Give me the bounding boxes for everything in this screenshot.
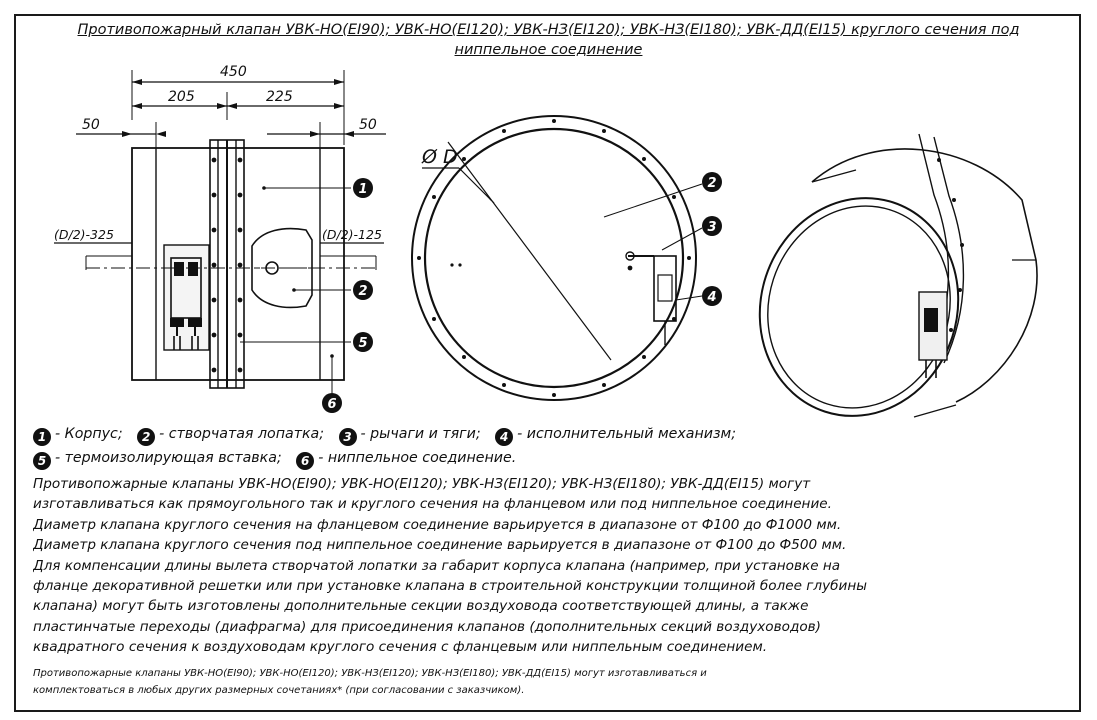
- description-line: Диаметр клапана круглого сечения под нип…: [33, 537, 847, 554]
- svg-text:5: 5: [358, 336, 367, 351]
- technical-drawings: 450 205 225 50 50 (D/2)-325 (D/2)-125: [54, 64, 1038, 418]
- legend-item: 1- Корпус;: [33, 426, 123, 446]
- callout-6: 6: [322, 393, 342, 413]
- title-line-1: Противопожарный клапан УВК-НО(EI90); УВК…: [77, 22, 1020, 38]
- svg-text:2: 2: [707, 176, 716, 191]
- svg-text:1: 1: [358, 182, 367, 197]
- legend-badge: 6: [296, 452, 315, 470]
- legend-badge: 5: [33, 452, 51, 470]
- description-line: изготавливаться как прямоугольного так и…: [33, 496, 832, 513]
- dim-offset-right: (D/2)-125: [322, 227, 382, 242]
- description-line: квадратного сечения к воздуховодам кругл…: [33, 639, 768, 656]
- dim-nipple-right: 50: [359, 117, 377, 133]
- description-line: Противопожарные клапаны УВК-НО(EI90); УВ…: [33, 476, 811, 492]
- description-line: пластинчатые переходы (диафрагма) для пр…: [33, 618, 821, 635]
- callout-5: 5: [353, 332, 373, 352]
- dim-offset-left: (D/2)-325: [54, 227, 114, 242]
- legend-item: 4- исполнительный механизм;: [495, 426, 736, 446]
- dim-overall: 450: [220, 64, 247, 80]
- legend-row-2: 5- термоизолирующая вставка; 6- ниппельн…: [33, 446, 1073, 470]
- small-print-line: комплектоваться в любых других размерных…: [33, 685, 525, 696]
- legend-text: - исполнительный механизм;: [517, 426, 736, 442]
- svg-text:6: 6: [327, 397, 336, 412]
- legend-text: - термоизолирующая вставка;: [55, 450, 282, 466]
- svg-text:4: 4: [706, 290, 716, 305]
- side-view-drawing: [54, 70, 386, 393]
- description-line: Для компенсации длины вылета створчатой …: [33, 557, 841, 574]
- svg-text:3: 3: [707, 220, 716, 235]
- dim-nipple-left: 50: [82, 117, 100, 133]
- legend-text: - створчатая лопатка;: [159, 426, 325, 442]
- isometric-view-drawing: [758, 133, 1038, 418]
- legend-item: 5- термоизолирующая вставка;: [33, 450, 282, 470]
- description-line: фланце декоративной решетки или при уста…: [33, 578, 867, 595]
- callout-3: 3: [702, 216, 722, 236]
- legend-text: - Корпус;: [55, 426, 123, 442]
- callout-2-front: 2: [702, 172, 722, 192]
- dim-left-section: 205: [168, 89, 195, 105]
- description-line: Диаметр клапана круглого сечения на флан…: [33, 516, 842, 533]
- small-print-line: Противопожарные клапаны УВК-НО(EI90); УВ…: [33, 668, 707, 679]
- legend-text: - ниппельное соединение.: [318, 450, 517, 466]
- description-line: клапана) могут быть изготовлены дополнит…: [33, 598, 809, 615]
- legend-badge: 1: [33, 428, 51, 446]
- dim-diameter: Ø D: [421, 146, 458, 168]
- legend-text: - рычаги и тяги;: [360, 426, 481, 442]
- legend-badge: 4: [495, 428, 514, 446]
- legend-item: 6- ниппельное соединение.: [296, 450, 517, 470]
- dim-right-section: 225: [266, 89, 293, 105]
- document-frame: [14, 14, 1081, 712]
- legend-row-1: 1- Корпус; 2- створчатая лопатка; 3- рыч…: [33, 422, 1073, 446]
- front-view-drawing: [411, 115, 703, 401]
- callout-badges: 1 2 5 6 2 3 4: [322, 172, 722, 413]
- callout-1: 1: [353, 178, 373, 198]
- side-view-dimensions: 450 205 225 50 50 (D/2)-325 (D/2)-125: [54, 64, 382, 242]
- legend-item: 2- створчатая лопатка;: [137, 426, 325, 446]
- legend-item: 3- рычаги и тяги;: [338, 426, 481, 446]
- description-paragraph: Противопожарные клапаны УВК-НО(EI90); УВ…: [33, 474, 1073, 658]
- legend-badge: 3: [338, 428, 357, 446]
- callout-4: 4: [702, 286, 722, 306]
- svg-text:2: 2: [358, 284, 367, 299]
- small-print-note: Противопожарные клапаны УВК-НО(EI90); УВ…: [33, 665, 1073, 699]
- callout-2-side: 2: [353, 280, 373, 300]
- legend-badge: 2: [137, 428, 156, 446]
- title-line-2: ниппельное соединение: [454, 42, 643, 58]
- parts-legend: 1- Корпус; 2- створчатая лопатка; 3- рыч…: [33, 422, 1073, 470]
- document-title: Противопожарный клапан УВК-НО(EI90); УВК…: [20, 20, 1077, 60]
